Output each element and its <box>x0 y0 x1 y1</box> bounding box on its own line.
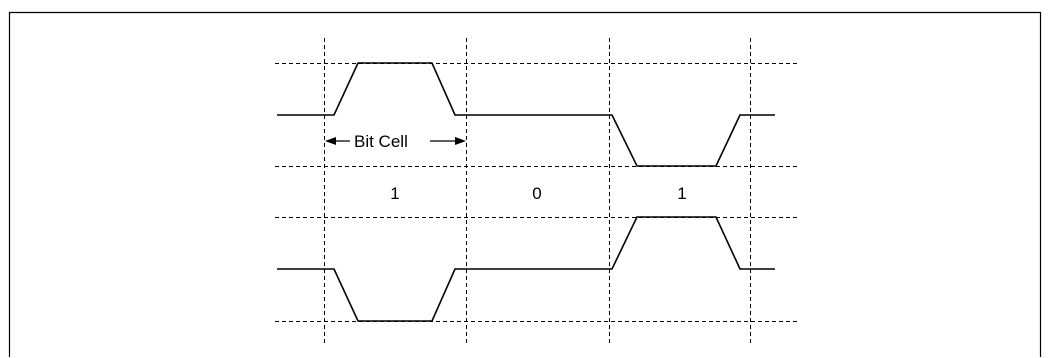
bit-label-2: 0 <box>532 184 541 203</box>
bit-label-3: 1 <box>677 184 686 203</box>
bit-label-1: 1 <box>390 184 399 203</box>
bit-cell-arrow-left-head <box>325 137 336 145</box>
bit-cell-arrow-right-head <box>455 137 466 145</box>
bottom-waveform <box>277 216 775 322</box>
bit-labels: 1 0 1 <box>390 184 686 203</box>
figure-frame <box>8 11 1042 357</box>
bit-cell-label: Bit Cell <box>354 132 408 151</box>
bit-cell-dimension: Bit Cell <box>325 132 466 151</box>
bit-boundary-lines <box>324 38 751 345</box>
top-waveform <box>277 62 775 167</box>
